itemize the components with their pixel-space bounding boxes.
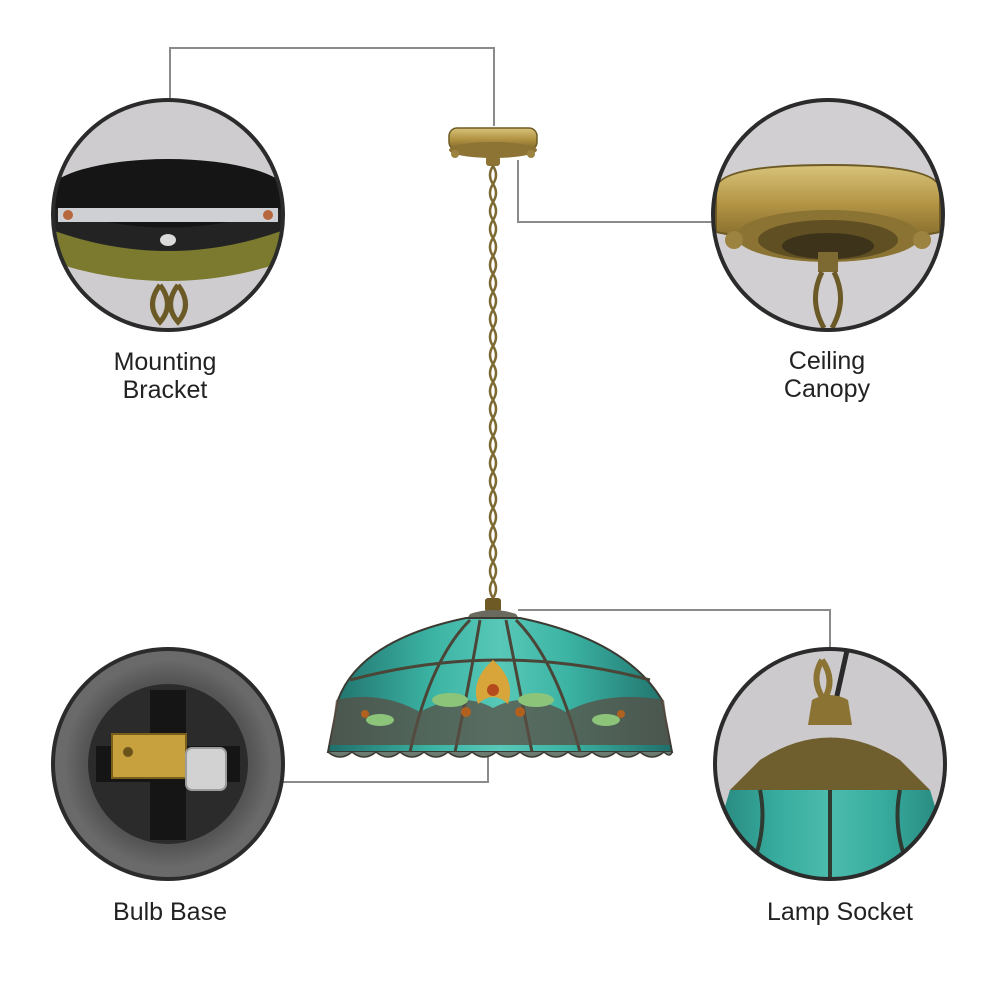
connector-lamp-socket bbox=[518, 609, 831, 650]
connector-mounting-bracket bbox=[169, 47, 495, 126]
ceiling-canopy-main bbox=[448, 127, 538, 166]
stained-glass-shade bbox=[326, 598, 674, 758]
connector-lines bbox=[169, 47, 831, 783]
lamp-socket-label: Lamp Socket bbox=[767, 898, 913, 926]
mounting-bracket-detail bbox=[54, 101, 282, 329]
lamp-socket-detail bbox=[716, 650, 944, 878]
bulb-base-detail bbox=[54, 650, 282, 878]
bulb-base-label: Bulb Base bbox=[113, 898, 227, 926]
hanging-chain bbox=[488, 165, 498, 599]
connector-ceiling-canopy bbox=[517, 160, 714, 223]
ceiling-canopy-label: Ceiling Canopy bbox=[783, 347, 871, 403]
connector-bulb-base bbox=[282, 745, 489, 783]
ceiling-canopy-detail bbox=[714, 101, 942, 329]
mounting-bracket-label: Mounting Bracket bbox=[113, 348, 217, 404]
